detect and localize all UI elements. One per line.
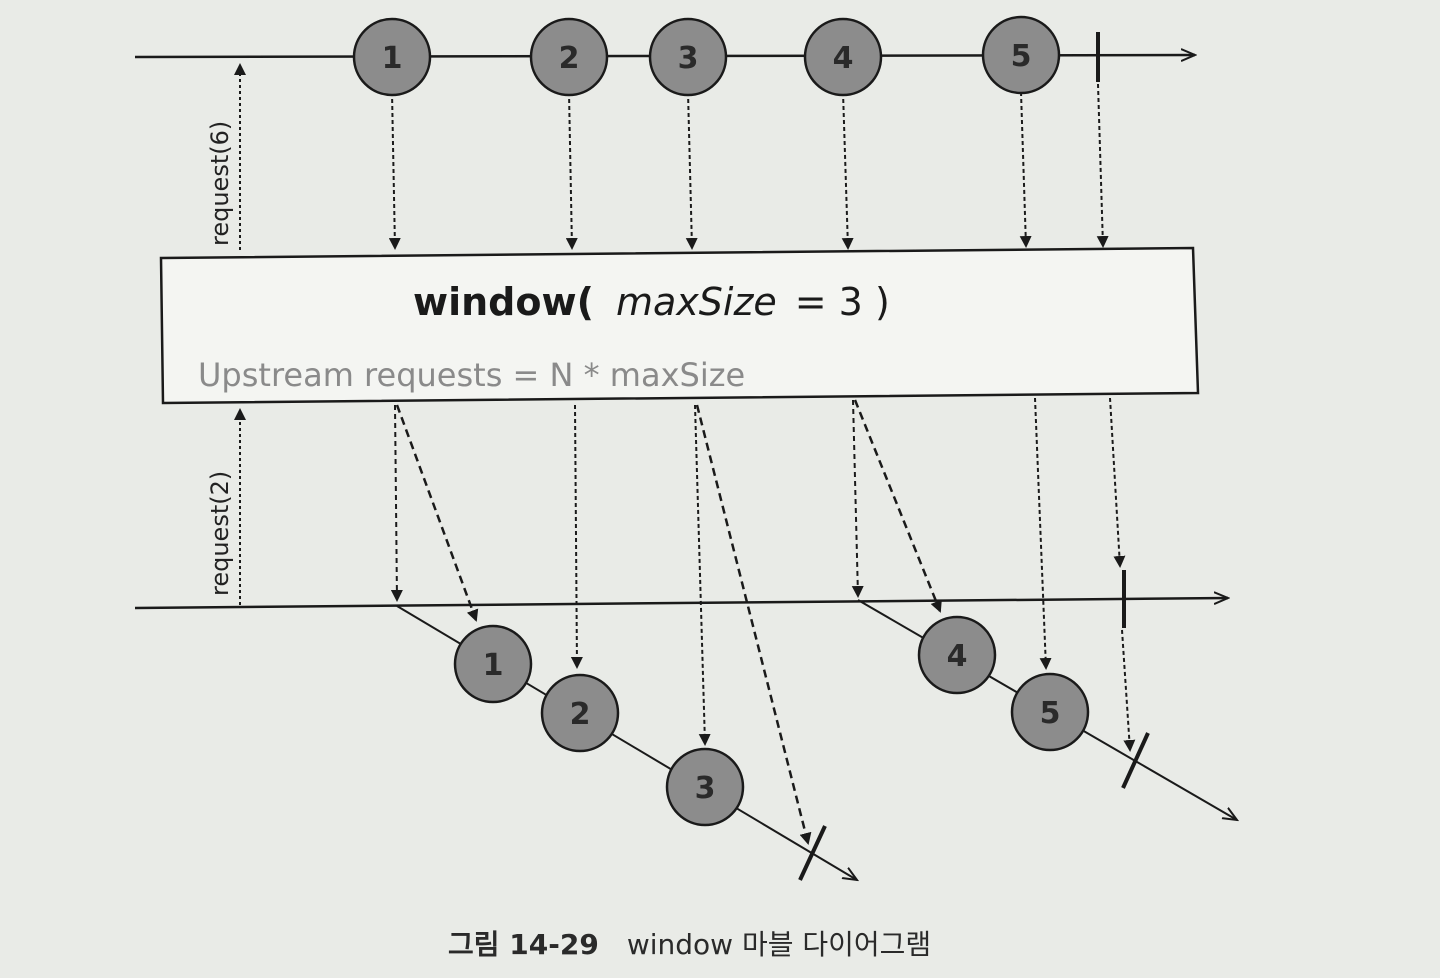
out-arrow-2 <box>570 404 583 669</box>
window-1-marble-1: 1 <box>453 624 533 704</box>
window-1-marble-2: 2 <box>540 673 620 753</box>
emit-arrow-1 <box>388 91 401 250</box>
marble-3: 3 <box>648 17 728 97</box>
out-arrow-1 <box>395 404 479 622</box>
window-1: 1 2 3 <box>396 605 857 881</box>
upstream-marbles: 1 2 3 4 5 <box>352 15 1061 97</box>
window-2-complete-marker <box>1121 732 1150 789</box>
window-2-marble-4: 4 <box>917 615 997 695</box>
upstream-request-label: request(6) <box>206 121 234 246</box>
window-open-arrow-2 <box>851 399 864 598</box>
emit-arrow-2 <box>565 91 578 250</box>
svg-text:1: 1 <box>382 41 403 76</box>
emit-arrow-5 <box>1019 91 1032 248</box>
out-arrow-5 <box>1034 397 1052 670</box>
marble-4: 4 <box>803 17 883 97</box>
window-1-complete-marker <box>798 825 827 881</box>
marble-1: 1 <box>352 17 432 97</box>
svg-text:3: 3 <box>678 41 699 76</box>
out-arrow-3 <box>694 404 711 746</box>
svg-text:1: 1 <box>483 648 504 683</box>
complete-arrow-upstream <box>1096 83 1109 248</box>
window-close-arrow-1 <box>695 404 812 845</box>
operator-box: window(maxSize= 3 ) Upstream requests = … <box>159 246 1200 405</box>
operator-to-output-arrows <box>390 397 1136 845</box>
svg-text:4: 4 <box>947 639 968 674</box>
svg-text:3: 3 <box>695 771 716 806</box>
complete-arrow-downstream <box>1109 397 1126 568</box>
window-2-marble-5: 5 <box>1010 672 1090 752</box>
svg-text:4: 4 <box>833 41 854 76</box>
svg-text:2: 2 <box>570 697 591 732</box>
operator-note: Upstream requests = N * maxSize <box>198 356 745 394</box>
operator-title: window(maxSize= 3 ) <box>413 280 890 324</box>
downstream-timeline <box>134 598 1228 610</box>
window-open-arrow-1 <box>390 404 403 602</box>
marble-5: 5 <box>981 15 1061 95</box>
marble-2: 2 <box>529 17 609 97</box>
out-arrow-4 <box>853 399 942 613</box>
downstream-request-label: request(2) <box>206 471 234 596</box>
svg-text:5: 5 <box>1040 696 1061 731</box>
svg-text:5: 5 <box>1011 39 1032 74</box>
emit-arrow-4 <box>841 91 854 250</box>
upstream-to-operator-arrows <box>388 83 1109 250</box>
window-1-marble-3: 3 <box>665 747 745 827</box>
window-2: 4 5 <box>857 599 1237 820</box>
window-close-arrow-2 <box>1121 629 1136 752</box>
emit-arrow-3 <box>685 91 698 250</box>
svg-text:2: 2 <box>559 41 580 76</box>
